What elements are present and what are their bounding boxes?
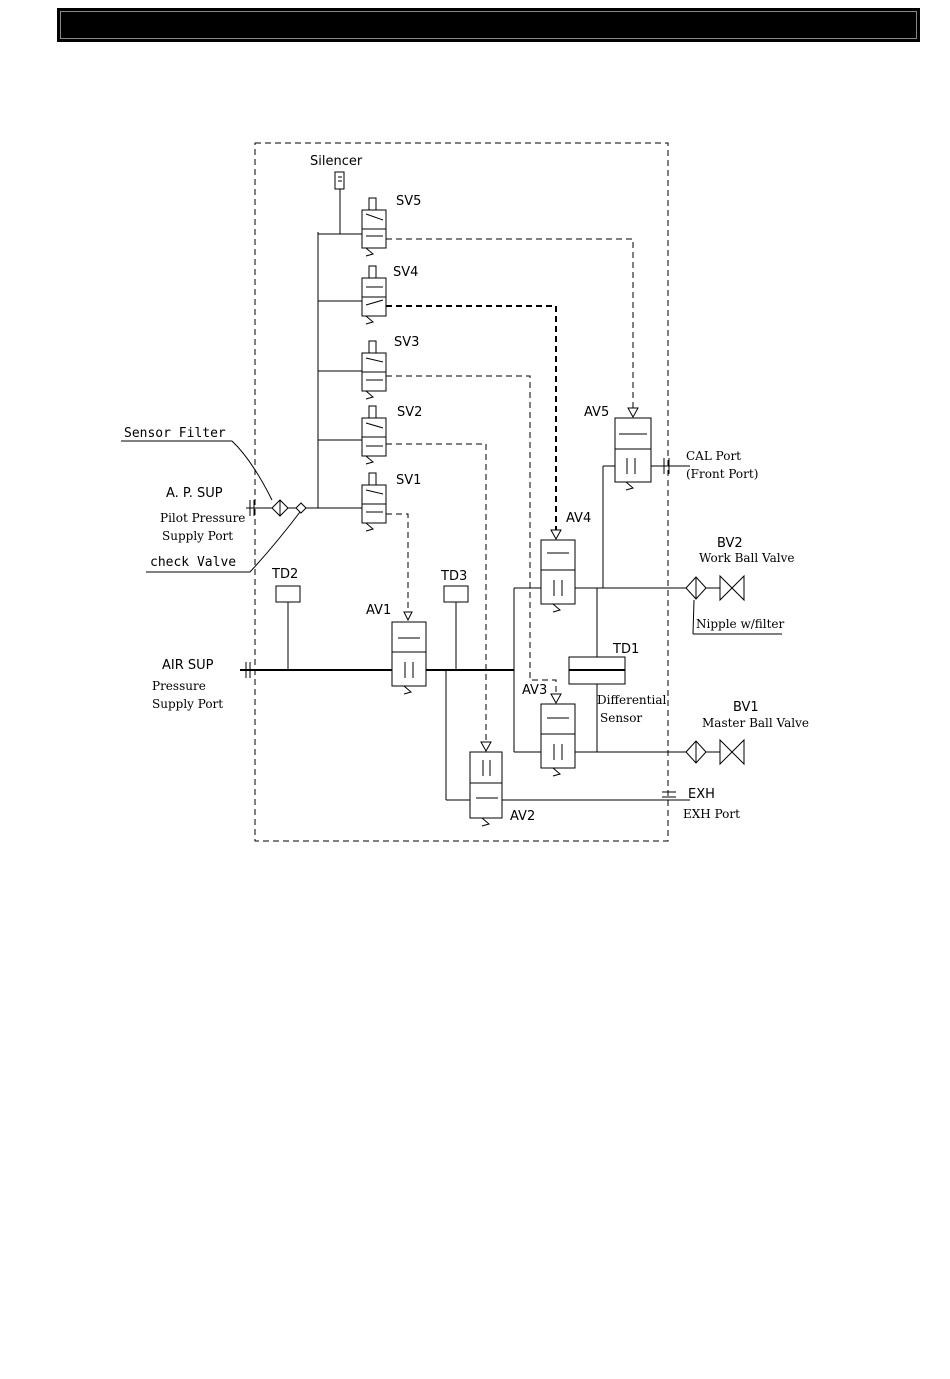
sensor-filter-label: Sensor Filter xyxy=(124,426,226,441)
bv1-ball-valve-icon xyxy=(720,740,744,764)
pressure-supply-port-label: Supply Port xyxy=(152,697,223,711)
sv1-valve xyxy=(318,473,386,531)
sensor-filter-leader xyxy=(232,441,272,500)
pilot-sv5-av5 xyxy=(386,239,633,408)
sv3-valve xyxy=(318,341,386,399)
cal-port-label: CAL Port xyxy=(686,449,741,463)
sv2-label: SV2 xyxy=(397,405,422,420)
td3-sensor xyxy=(444,586,468,602)
td2-sensor xyxy=(276,586,300,602)
sensor-label: Sensor xyxy=(600,711,642,725)
av5-label: AV5 xyxy=(584,405,609,420)
bv2-ball-valve-icon xyxy=(720,576,744,600)
av5-valve xyxy=(615,418,651,490)
av1-valve xyxy=(392,622,426,694)
av3-label: AV3 xyxy=(522,683,547,698)
av1-label: AV1 xyxy=(366,603,391,618)
pressure-label: Pressure xyxy=(152,679,206,693)
sv5-valve xyxy=(318,198,386,256)
silencer-label: Silencer xyxy=(310,154,363,169)
check-valve-icon xyxy=(296,503,306,513)
av2-valve xyxy=(470,752,502,826)
sv3-label: SV3 xyxy=(394,335,419,350)
td3-label: TD3 xyxy=(440,569,467,584)
master-ball-valve-label: Master Ball Valve xyxy=(702,716,809,730)
sv2-valve xyxy=(318,406,386,464)
front-port-label: (Front Port) xyxy=(686,467,758,481)
sv4-valve xyxy=(318,266,386,324)
pilot-pressure-label: Pilot Pressure xyxy=(160,511,245,525)
sv1-label: SV1 xyxy=(396,473,421,488)
sv4-label: SV4 xyxy=(393,265,418,280)
ap-sup-label: A. P. SUP xyxy=(166,486,223,501)
differential-label: Differential xyxy=(597,693,666,707)
td1-label: TD1 xyxy=(612,642,639,657)
check-valve-label: check Valve xyxy=(150,555,236,570)
exh-port-label: EXH Port xyxy=(683,807,740,821)
td2-label: TD2 xyxy=(271,567,298,582)
av3-valve xyxy=(541,704,575,776)
air-sup-label: AIR SUP xyxy=(162,658,214,673)
enclosure-boundary xyxy=(255,143,668,841)
check-valve-leader xyxy=(250,512,300,572)
av4-label: AV4 xyxy=(566,511,591,526)
exh-label: EXH xyxy=(688,787,715,802)
sv5-label: SV5 xyxy=(396,194,421,209)
pilot-sv1-av1 xyxy=(386,514,408,612)
av4-valve xyxy=(541,540,575,612)
work-ball-valve-label: Work Ball Valve xyxy=(699,551,794,565)
bv2-label: BV2 xyxy=(717,536,743,551)
nipple-label: Nipple w/filter xyxy=(696,617,785,631)
pilot-supply-port-label: Supply Port xyxy=(162,529,233,543)
pilot-sv2-av2 xyxy=(386,444,486,742)
bv1-label: BV1 xyxy=(733,700,759,715)
av2-label: AV2 xyxy=(510,809,535,824)
